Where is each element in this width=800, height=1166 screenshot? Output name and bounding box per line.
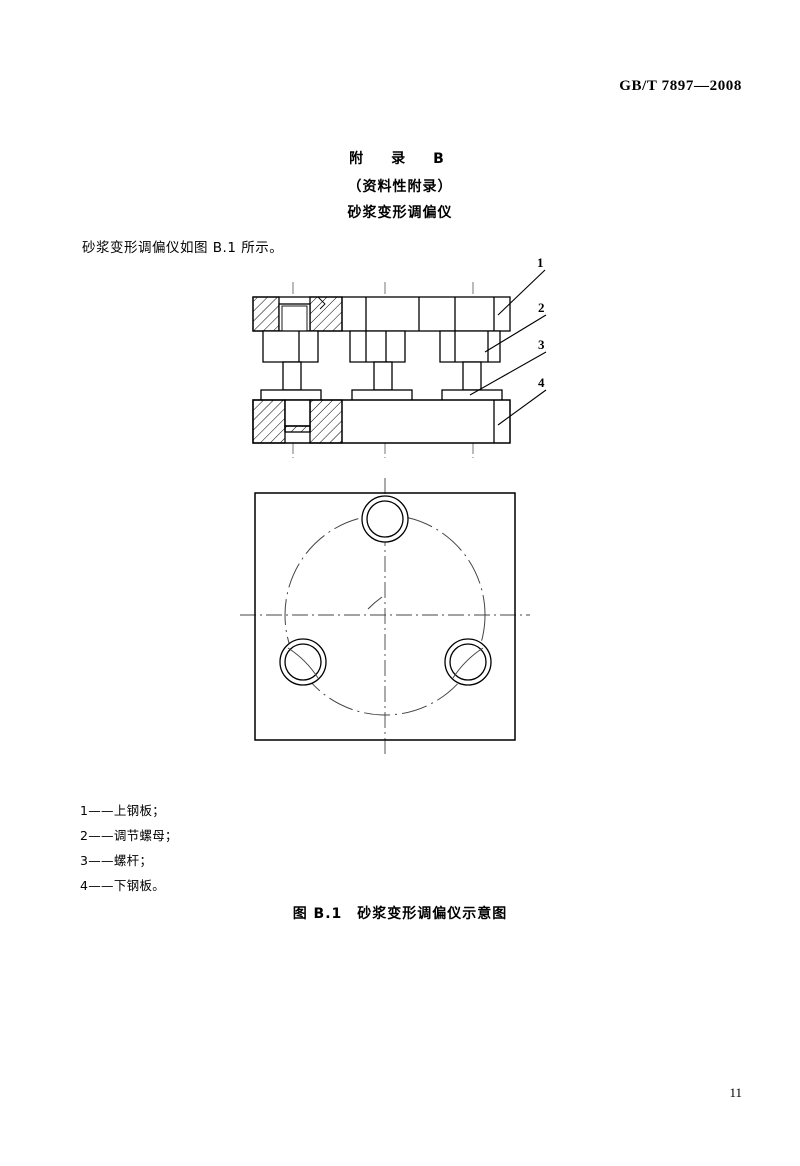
elevation-view xyxy=(252,269,547,458)
annex-subtitle: （资料性附录） xyxy=(347,179,453,195)
callout-number-2: 2 xyxy=(538,300,545,315)
legend-item: 3——螺杆； xyxy=(80,853,153,868)
callout-number-1: 1 xyxy=(537,255,544,270)
plan-view xyxy=(240,478,530,757)
legend-item: 4——下钢板。 xyxy=(80,878,166,893)
figure-caption: 图 B.1 砂浆变形调偏仪示意图 xyxy=(292,906,508,922)
callout-number-4: 4 xyxy=(538,375,545,390)
annex-name: 砂浆变形调偏仪 xyxy=(347,205,453,221)
standard-header: GB/T 7897—2008 xyxy=(619,78,742,94)
legend-item: 1——上钢板； xyxy=(80,803,166,818)
legend-item: 2——调节螺母； xyxy=(80,828,178,843)
callout-number-3: 3 xyxy=(538,337,545,352)
page-number: 11 xyxy=(729,1085,742,1100)
body-paragraph: 砂浆变形调偏仪如图 B.1 所示。 xyxy=(82,240,284,256)
annex-title: 附 录 B xyxy=(349,151,451,167)
figure-legend: 1——上钢板； 2——调节螺母； 3——螺杆； 4——下钢板。 xyxy=(80,798,178,898)
